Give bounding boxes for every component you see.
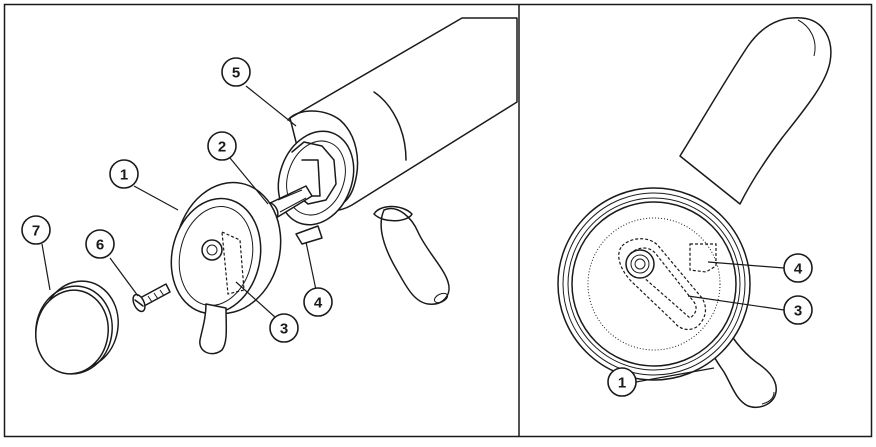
exploded-view: 1 2 3 4 5 6 7 [21, 17, 518, 375]
callout-6: 6 [85, 229, 115, 259]
callout-1-left-label: 1 [120, 167, 128, 184]
leader-3-right [687, 295, 785, 311]
hidden-retainer [689, 243, 717, 273]
callout-1-right-label: 1 [618, 375, 626, 392]
callout-4-left-label: 4 [314, 295, 323, 312]
callout-6-label: 6 [96, 237, 104, 254]
leader-3-left [235, 281, 277, 319]
hidden-lever-arm [618, 238, 707, 331]
callout-4-right: 4 [783, 253, 813, 283]
callout-7: 7 [21, 215, 51, 245]
callout-3-left: 3 [269, 313, 299, 343]
callout-4-right-label: 4 [794, 261, 803, 278]
callout-3-left-label: 3 [280, 321, 288, 338]
spout [679, 17, 832, 205]
callout-3-right: 3 [783, 295, 813, 325]
callout-7-label: 7 [32, 223, 40, 240]
callout-1-left: 1 [109, 159, 139, 189]
handle [170, 181, 282, 355]
callout-2-label: 2 [218, 139, 226, 156]
callout-4-left: 4 [303, 287, 333, 317]
cap [35, 280, 119, 375]
callout-3-right-label: 3 [794, 303, 802, 320]
leader-5 [245, 85, 297, 127]
callout-2: 2 [207, 131, 237, 161]
leader-1-left [133, 185, 179, 211]
assembled-view: 4 3 1 [557, 17, 832, 408]
callout-1-right: 1 [607, 367, 637, 397]
callout-5-label: 5 [232, 65, 240, 82]
leader-4-left [305, 241, 317, 291]
leader-4-right [707, 261, 785, 269]
leader-6 [109, 257, 139, 297]
leader-2 [229, 157, 269, 205]
screw [132, 283, 171, 313]
leader-7 [41, 243, 51, 291]
callout-5: 5 [221, 57, 251, 87]
leader-1-right [635, 367, 715, 383]
